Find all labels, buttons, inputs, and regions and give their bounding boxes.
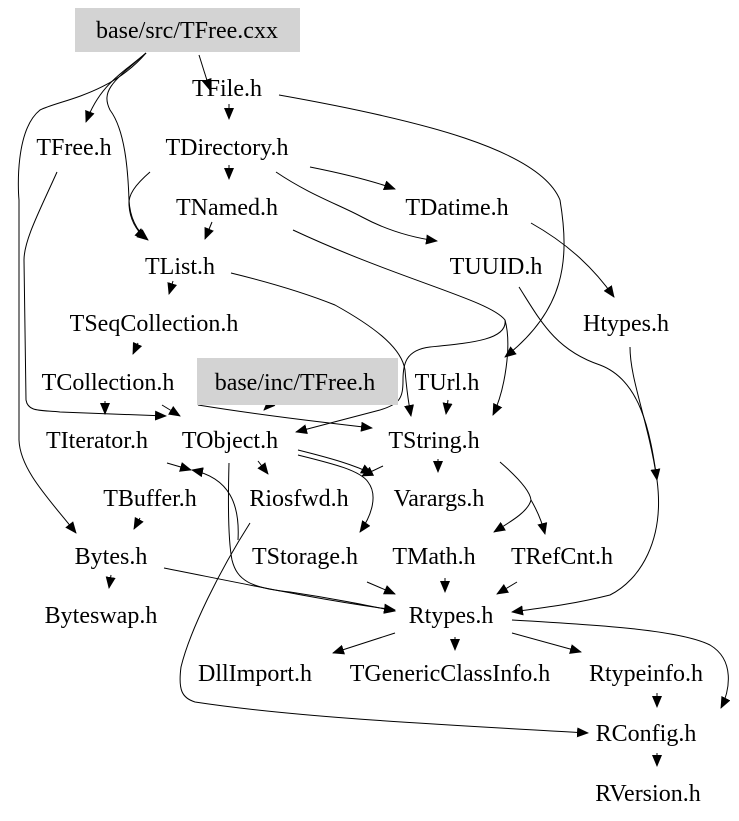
- edge-tdirectory-to-tlist: [128, 171, 151, 240]
- node-tstorage[interactable]: TStorage.h: [252, 544, 358, 570]
- edge-trefcnt-to-rtypes: [496, 581, 518, 595]
- edge-tdatime-to-htypes: [530, 222, 615, 298]
- edge-tobject-to-tstorage: [297, 454, 374, 533]
- node-tseqcollection[interactable]: TSeqCollection.h: [70, 311, 239, 337]
- node-tuuid[interactable]: TUUID.h: [450, 254, 543, 280]
- edge-tfree_cxx-to-tlist: [106, 52, 149, 241]
- edge-tstring-to-tmath: [493, 461, 532, 533]
- edge-tfree_h-to-tobject: [23, 171, 167, 421]
- edge-tobject-to-varargs: [297, 449, 373, 475]
- edge-tfree_cxx-to-tfree_h: [85, 52, 147, 123]
- edge-tdirectory-to-tdatime: [309, 166, 396, 190]
- edge-bytes-to-byteswap: [105, 574, 116, 589]
- node-htypes[interactable]: Htypes.h: [583, 311, 669, 337]
- edge-turl-to-tstring: [442, 399, 453, 415]
- edge-inc_tfree-to-tstring: [197, 404, 373, 432]
- edge-tstorage-to-rtypes: [366, 581, 396, 595]
- highlighted-node-box-src: [75, 8, 300, 52]
- edge-tobject-to-rtypes: [227, 462, 396, 614]
- edge-rtypes-to-rconfig: [511, 619, 731, 709]
- edge-tlist-to-tseqcollection: [167, 280, 178, 295]
- edge-riosfwd-to-rconfig: [179, 522, 589, 738]
- node-byteswap[interactable]: Byteswap.h: [45, 603, 158, 629]
- node-rtypes[interactable]: Rtypes.h: [409, 603, 494, 629]
- node-tfree-cxx[interactable]: base/src/TFree.cxx: [96, 18, 278, 44]
- edge-rtypes-to-rtypeinfo: [511, 632, 582, 654]
- node-riosfwd[interactable]: Riosfwd.h: [249, 486, 348, 512]
- node-varargs[interactable]: Varargs.h: [394, 486, 485, 512]
- node-tmath[interactable]: TMath.h: [392, 544, 475, 570]
- edge-tstring-to-tobject: [361, 465, 384, 477]
- node-tgenericclassinfo[interactable]: TGenericClassInfo.h: [350, 661, 551, 687]
- edge-tbuffer-to-bytes: [133, 516, 144, 530]
- node-tnamed[interactable]: TNamed.h: [176, 195, 278, 221]
- highlighted-node-box-inc: [197, 358, 398, 405]
- node-titerator[interactable]: TIterator.h: [46, 428, 148, 454]
- node-rtypeinfo[interactable]: Rtypeinfo.h: [589, 661, 703, 687]
- edge-tstring-to-trefcnt: [530, 499, 548, 535]
- node-inc-tfree[interactable]: base/inc/TFree.h: [215, 370, 376, 396]
- edge-tobject-to-riosfwd: [257, 460, 269, 475]
- node-tdatime[interactable]: TDatime.h: [405, 195, 508, 221]
- edge-bytes-to-rtypes: [163, 567, 396, 614]
- edge-titerator-to-tobject: [166, 462, 192, 472]
- node-tobject[interactable]: TObject.h: [182, 428, 278, 454]
- edge-tdirectory-to-tuuid: [275, 171, 438, 245]
- node-tlist[interactable]: TList.h: [145, 254, 215, 280]
- node-tfile[interactable]: TFile.h: [192, 76, 262, 102]
- node-tfree-h[interactable]: TFree.h: [36, 135, 111, 161]
- edge-tfree_cxx-to-bytes: [17, 52, 147, 534]
- node-bytes[interactable]: Bytes.h: [75, 544, 148, 570]
- edges: [17, 52, 731, 767]
- edge-tfree_cxx-to-tfile: [198, 54, 212, 91]
- node-tstring[interactable]: TString.h: [388, 428, 479, 454]
- node-turl[interactable]: TUrl.h: [415, 370, 480, 396]
- node-tbuffer[interactable]: TBuffer.h: [103, 486, 197, 512]
- node-tdirectory[interactable]: TDirectory.h: [165, 135, 288, 161]
- edge-tcollection-to-tobject: [161, 404, 181, 417]
- edge-htypes-to-rtypes: [629, 346, 661, 481]
- node-tcollection[interactable]: TCollection.h: [42, 370, 175, 396]
- node-rversion[interactable]: RVersion.h: [595, 781, 700, 807]
- edge-tnamed-to-tstring: [292, 229, 509, 416]
- edge-tlist-to-tstring: [230, 272, 414, 417]
- node-trefcnt[interactable]: TRefCnt.h: [511, 544, 613, 570]
- node-rconfig[interactable]: RConfig.h: [596, 721, 697, 747]
- edge-rtypes-to-dllimport: [332, 632, 396, 655]
- edge-tbuffer-to-tobject: [191, 467, 239, 541]
- edge-tnamed-to-tlist: [204, 221, 214, 240]
- edge-tfile-to-turl: [278, 94, 565, 358]
- nodes: base/src/TFree.cxx TFile.h TFree.h TDire…: [36, 18, 703, 807]
- edge-tseqcollection-to-tcollection: [132, 341, 143, 355]
- node-dllimport[interactable]: DllImport.h: [198, 661, 312, 687]
